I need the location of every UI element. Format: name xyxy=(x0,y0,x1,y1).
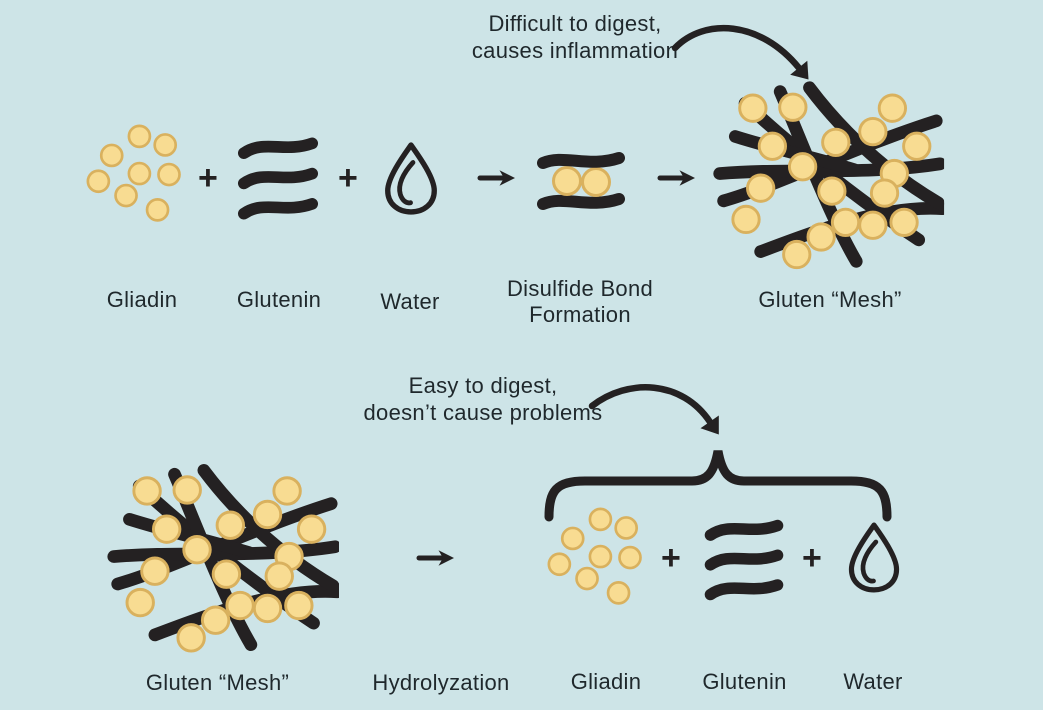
glutenin-strands-icon xyxy=(237,132,319,227)
gliadin-label: Gliadin xyxy=(106,287,178,312)
arrow-right-icon xyxy=(416,548,456,568)
water-drop-icon xyxy=(379,138,443,218)
water-label: Water xyxy=(843,669,903,694)
disulfide-label: Disulfide Bond Formation xyxy=(506,276,654,327)
arrow-right-icon xyxy=(657,168,697,188)
plus-operator: + xyxy=(198,159,218,197)
gluten-mesh-label: Gluten “Mesh” xyxy=(145,670,290,695)
gliadin-molecules-icon xyxy=(546,506,651,611)
difficult-annotation-line1: Difficult to digest, xyxy=(488,11,662,36)
gliadin-label: Gliadin xyxy=(570,669,642,694)
plus-operator: + xyxy=(338,159,358,197)
easy-annotation-line2: doesn’t cause problems xyxy=(363,400,603,425)
difficult-annotation: Difficult to digest, causes inflammation xyxy=(425,10,725,64)
difficult-annotation-line2: causes inflammation xyxy=(471,38,679,63)
gliadin-molecules-icon xyxy=(85,123,190,228)
easy-annotation: Easy to digest, doesn’t cause problems xyxy=(333,372,633,426)
water-drop-icon xyxy=(843,518,905,596)
glutenin-label: Glutenin xyxy=(702,669,787,694)
water-label: Water xyxy=(380,289,440,314)
gluten-mesh-icon xyxy=(104,455,339,663)
plus-operator: + xyxy=(661,539,681,577)
gluten-mesh-icon xyxy=(708,76,946,276)
disulfide-bond-icon xyxy=(537,148,625,214)
hydrolyzation-label: Hydrolyzation xyxy=(372,670,510,695)
glutenin-strands-icon xyxy=(703,515,785,607)
curved-arrow-icon xyxy=(671,25,809,80)
plus-operator: + xyxy=(802,539,822,577)
arrow-right-icon xyxy=(477,168,517,188)
easy-annotation-line1: Easy to digest, xyxy=(408,373,558,398)
glutenin-label: Glutenin xyxy=(236,287,322,312)
curved-arrow-icon xyxy=(588,384,719,435)
gluten-mesh-label: Gluten “Mesh” xyxy=(758,287,902,312)
